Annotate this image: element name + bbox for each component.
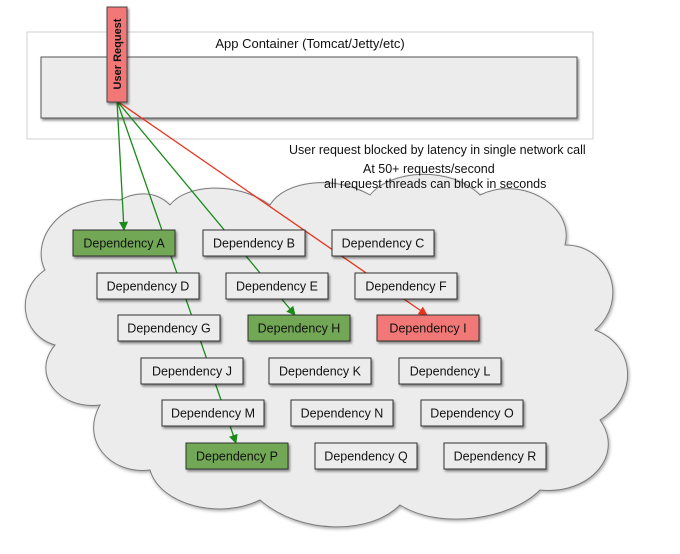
dependency-f-label: Dependency F: [365, 280, 447, 294]
dependency-r-node: Dependency R: [443, 442, 547, 470]
dependency-a-box: [72, 229, 176, 257]
dependency-m-box: [161, 399, 265, 427]
dependency-a-node: Dependency A: [72, 229, 176, 257]
dependency-b-label: Dependency B: [213, 237, 295, 251]
dependency-n-node: Dependency N: [290, 399, 394, 427]
dependency-j-label: Dependency J: [152, 365, 232, 379]
dependency-l-box: [398, 357, 502, 385]
dependency-d-node: Dependency D: [96, 272, 200, 300]
app-container-panel: [40, 56, 578, 119]
dependency-b-box: [202, 229, 306, 257]
dependency-h-box: [247, 314, 351, 342]
dependency-m-node: Dependency M: [161, 399, 265, 427]
dependency-c-node: Dependency C: [331, 229, 435, 257]
dependency-o-box: [420, 399, 524, 427]
arrow-to-dependency-p: [116, 100, 238, 444]
arrow-to-dependency-a: [116, 100, 129, 231]
user-request-label: User Request: [112, 18, 124, 89]
caption-rate: At 50+ requests/second: [363, 162, 495, 176]
dependency-e-label: Dependency E: [236, 280, 318, 294]
caption-latency: User request blocked by latency in singl…: [289, 143, 586, 157]
dependency-j-box: [140, 357, 244, 385]
dependency-k-node: Dependency K: [268, 357, 372, 385]
dependency-d-label: Dependency D: [107, 280, 190, 294]
dependency-g-box: [117, 314, 221, 342]
dependency-h-label: Dependency H: [258, 322, 341, 336]
dependency-grid: Dependency A Dependency B Dependency C Depe…: [72, 229, 547, 470]
dependency-k-label: Dependency K: [279, 365, 362, 379]
dependency-c-label: Dependency C: [342, 237, 425, 251]
dependency-g-node: Dependency G: [117, 314, 221, 342]
dependency-cloud: [24, 173, 628, 528]
dependency-q-label: Dependency Q: [324, 450, 408, 464]
dependency-f-box: [354, 272, 458, 300]
dependency-d-box: [96, 272, 200, 300]
dependency-p-box: [185, 442, 289, 470]
dependency-r-label: Dependency R: [454, 450, 537, 464]
dependency-i-box: [376, 314, 480, 342]
dependency-q-node: Dependency Q: [314, 442, 418, 470]
dependency-p-label: Dependency P: [196, 450, 278, 464]
dependency-h-node: Dependency H: [247, 314, 351, 342]
user-request: User Request: [106, 6, 128, 103]
dependency-n-box: [290, 399, 394, 427]
dependency-i-node: Dependency I: [376, 314, 480, 342]
dependency-e-box: [225, 272, 329, 300]
dependency-o-label: Dependency O: [430, 407, 514, 421]
dependency-e-node: Dependency E: [225, 272, 329, 300]
dependency-o-node: Dependency O: [420, 399, 524, 427]
dependency-q-box: [314, 442, 418, 470]
dependency-k-box: [268, 357, 372, 385]
caption-block: all request threads can block in seconds: [324, 177, 547, 191]
dependency-l-node: Dependency L: [398, 357, 502, 385]
user-request-box: [106, 6, 128, 103]
dependency-c-box: [331, 229, 435, 257]
app-container-title: App Container (Tomcat/Jetty/etc): [215, 36, 404, 51]
dependency-r-box: [443, 442, 547, 470]
dependency-b-node: Dependency B: [202, 229, 306, 257]
dependency-f-node: Dependency F: [354, 272, 458, 300]
dependency-l-label: Dependency L: [410, 365, 491, 379]
dependency-j-node: Dependency J: [140, 357, 244, 385]
dependency-m-label: Dependency M: [171, 407, 255, 421]
dependency-i-label: Dependency I: [389, 322, 466, 336]
dependency-p-node: Dependency P: [185, 442, 289, 470]
dependency-g-label: Dependency G: [127, 322, 210, 336]
dependency-a-label: Dependency A: [83, 237, 165, 251]
dependency-n-label: Dependency N: [301, 407, 384, 421]
